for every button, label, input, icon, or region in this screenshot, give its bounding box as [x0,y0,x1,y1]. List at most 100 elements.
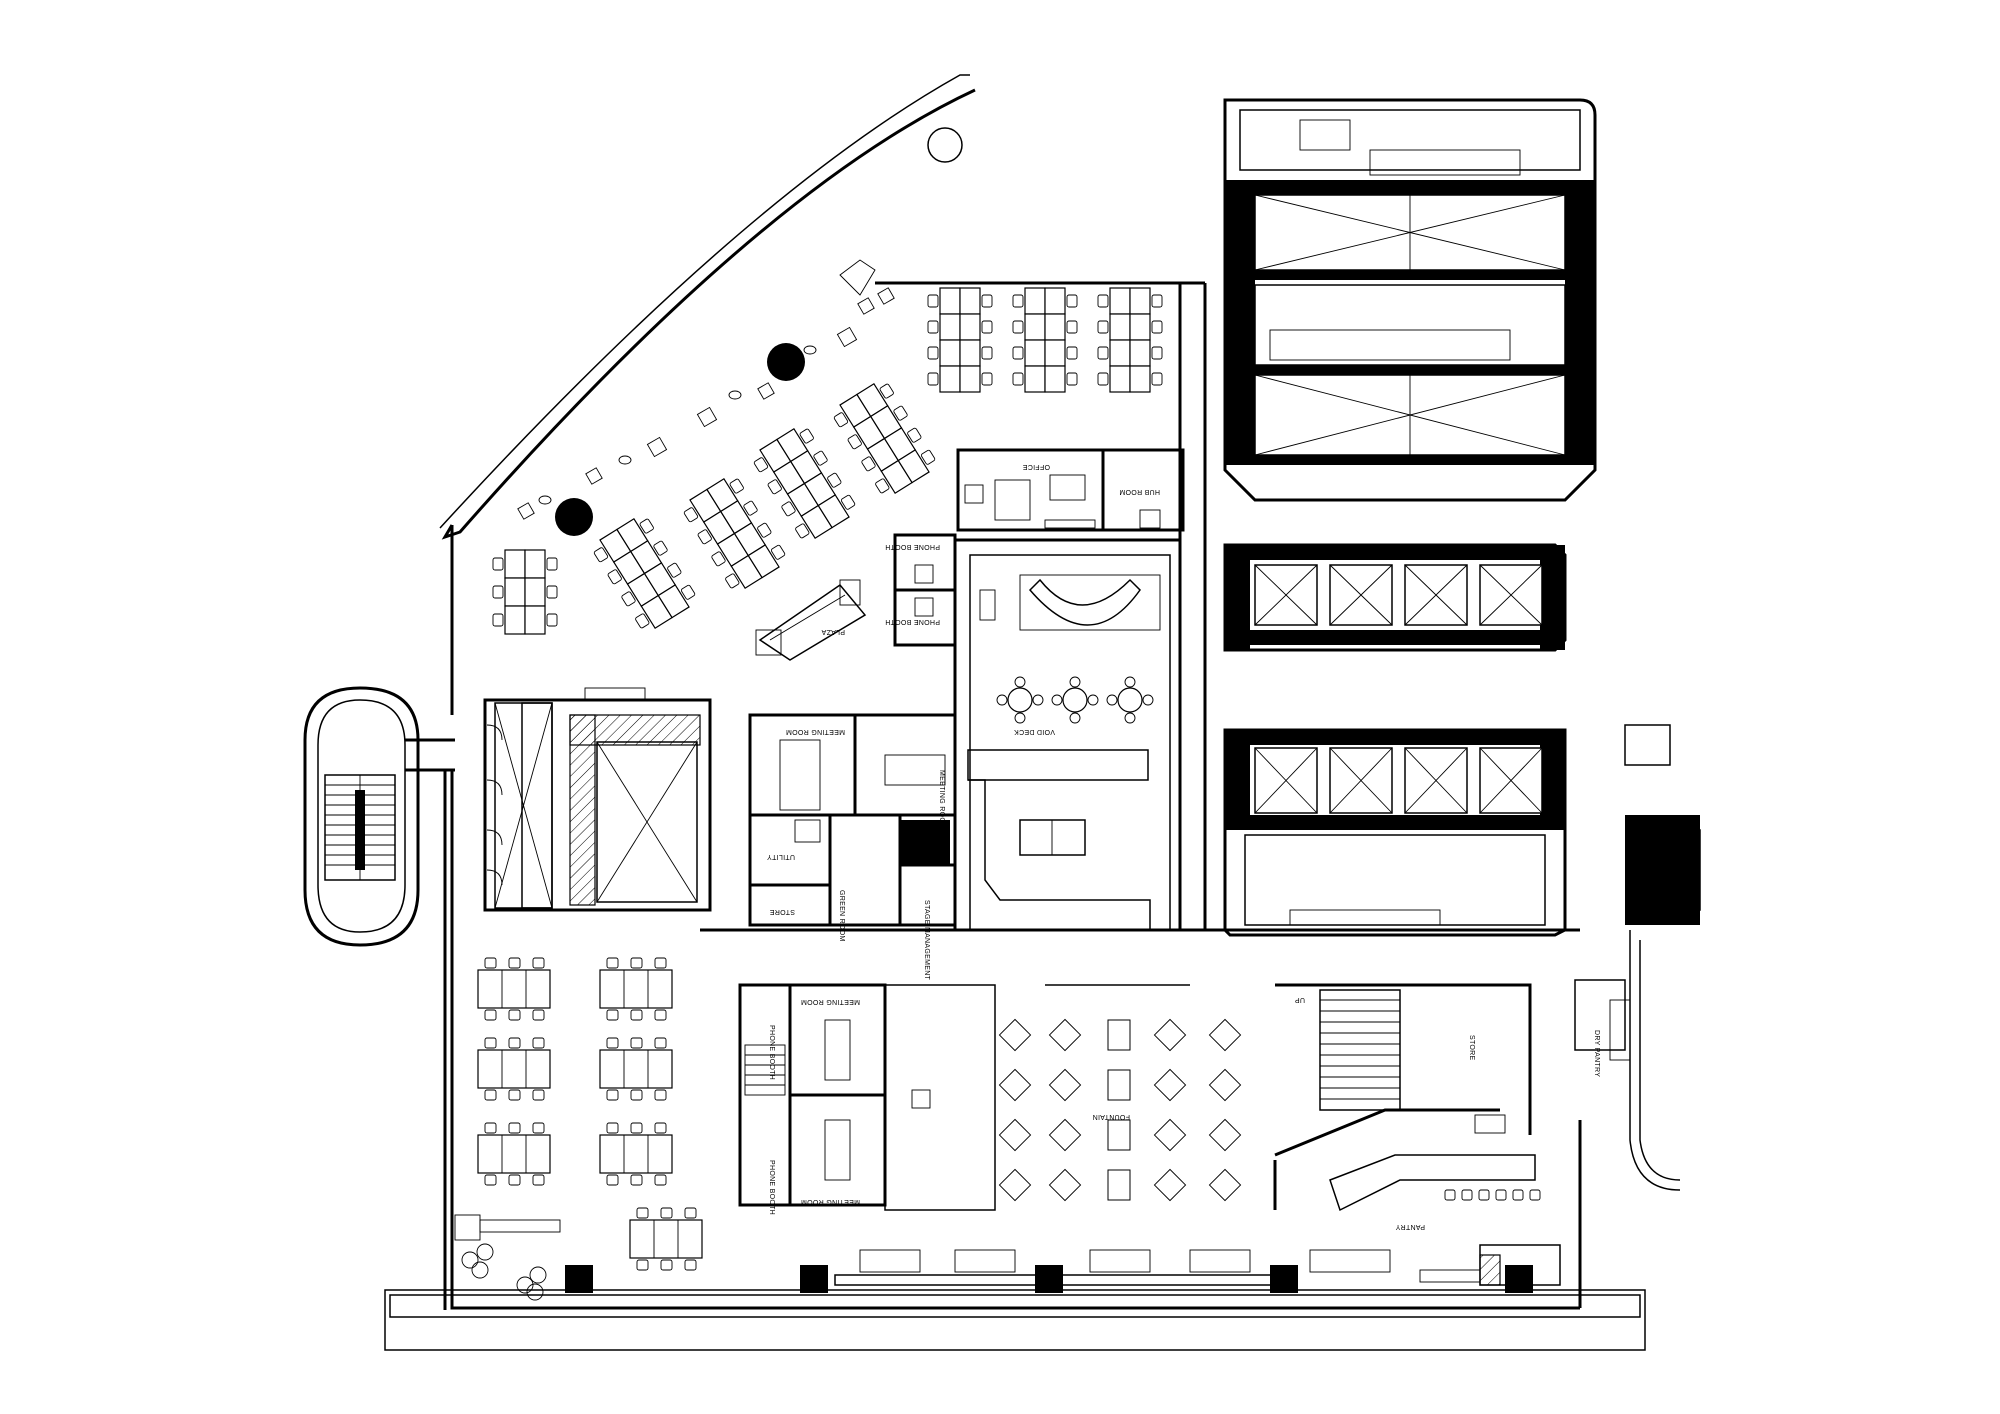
chair [660,1207,673,1219]
stool [1495,1189,1507,1201]
chair [1051,694,1063,706]
label-utility: UTILITY [767,853,795,860]
square-table [998,1018,1032,1052]
desk [524,549,546,579]
office-room [956,448,1185,532]
square-table [1208,1118,1242,1152]
chair [630,1089,643,1101]
chair [653,540,668,556]
chair [532,1009,545,1021]
chair [654,1174,667,1186]
chair [1014,676,1026,688]
chair [1106,694,1118,706]
stool [1529,1189,1541,1201]
desk [504,549,526,579]
chair [484,1174,497,1186]
chair [484,1037,497,1049]
desk [504,605,526,635]
chair [927,346,939,360]
chair [1012,294,1024,308]
desk [1044,313,1066,341]
desk [939,313,961,341]
cafe-table [629,1207,703,1271]
label-store-1: STORE [769,908,795,915]
chair [654,1122,667,1134]
void-deck-tables [996,676,1154,724]
chair [621,591,636,607]
chair [546,585,558,599]
chair [654,957,667,969]
chair [1014,712,1026,724]
chair [795,523,810,539]
label-plaza: PLAZA [821,628,845,635]
chair [654,1009,667,1021]
label-meeting-room-3: MEETING ROOM [801,998,860,1005]
chair [684,1207,697,1219]
square-table [998,1068,1032,1102]
meeting-rooms-mid [748,713,957,817]
label-meeting-room-4: MEETING ROOM [801,1198,860,1205]
chair [630,1009,643,1021]
desk [959,287,981,315]
chair [606,1009,619,1021]
square-table [998,1168,1032,1202]
lift-bank-upper [1223,543,1567,652]
workstation-row [927,287,993,393]
chair [893,405,908,421]
stool [1512,1189,1524,1201]
chair [606,1174,619,1186]
column [767,343,805,381]
square-table [1048,1018,1082,1052]
round-table [1007,687,1033,713]
chair [729,478,744,494]
label-fountain: FOUNTAIN [1092,1113,1130,1120]
label-green-room: GREEN ROOM [838,890,845,942]
chair [532,1089,545,1101]
fountain-bench [1107,1119,1131,1151]
chair [1012,372,1024,386]
chair [927,294,939,308]
chair [484,1009,497,1021]
chair [680,584,696,600]
chair [927,320,939,334]
label-phone-booth-3: PHONE BOOTH [768,1025,775,1080]
chair [1097,320,1109,334]
square-table [1048,1118,1082,1152]
column [800,1265,828,1293]
chair [1124,712,1136,724]
square-table [1048,1068,1082,1102]
void-deck [953,538,1182,932]
chair [875,478,890,494]
stool [1461,1189,1473,1201]
chair [1066,372,1078,386]
column [565,1265,593,1293]
label-dry-pantry: DRY PANTRY [1593,1030,1600,1077]
square-table [1208,1018,1242,1052]
desk [524,605,546,635]
chair [532,1174,545,1186]
desk [1129,287,1151,315]
column [1035,1265,1063,1293]
chair [981,320,993,334]
pantry-stools [1444,1189,1541,1201]
chair [607,569,622,585]
square-table [1153,1018,1187,1052]
desk [1024,287,1046,315]
chair [606,957,619,969]
square-table [1153,1168,1187,1202]
square-table [1153,1118,1187,1152]
chair [630,957,643,969]
workstation-row [1097,287,1163,393]
workstation-row [1012,287,1078,393]
desk [1024,313,1046,341]
desk [1044,287,1066,315]
chair [606,1122,619,1134]
chair [1151,320,1163,334]
square-table [1048,1168,1082,1202]
label-store-2: STORE [1468,1035,1475,1061]
workstation-row [833,382,936,495]
cafe-table [599,1122,673,1186]
workstation-row [492,549,558,635]
chair [683,507,699,523]
